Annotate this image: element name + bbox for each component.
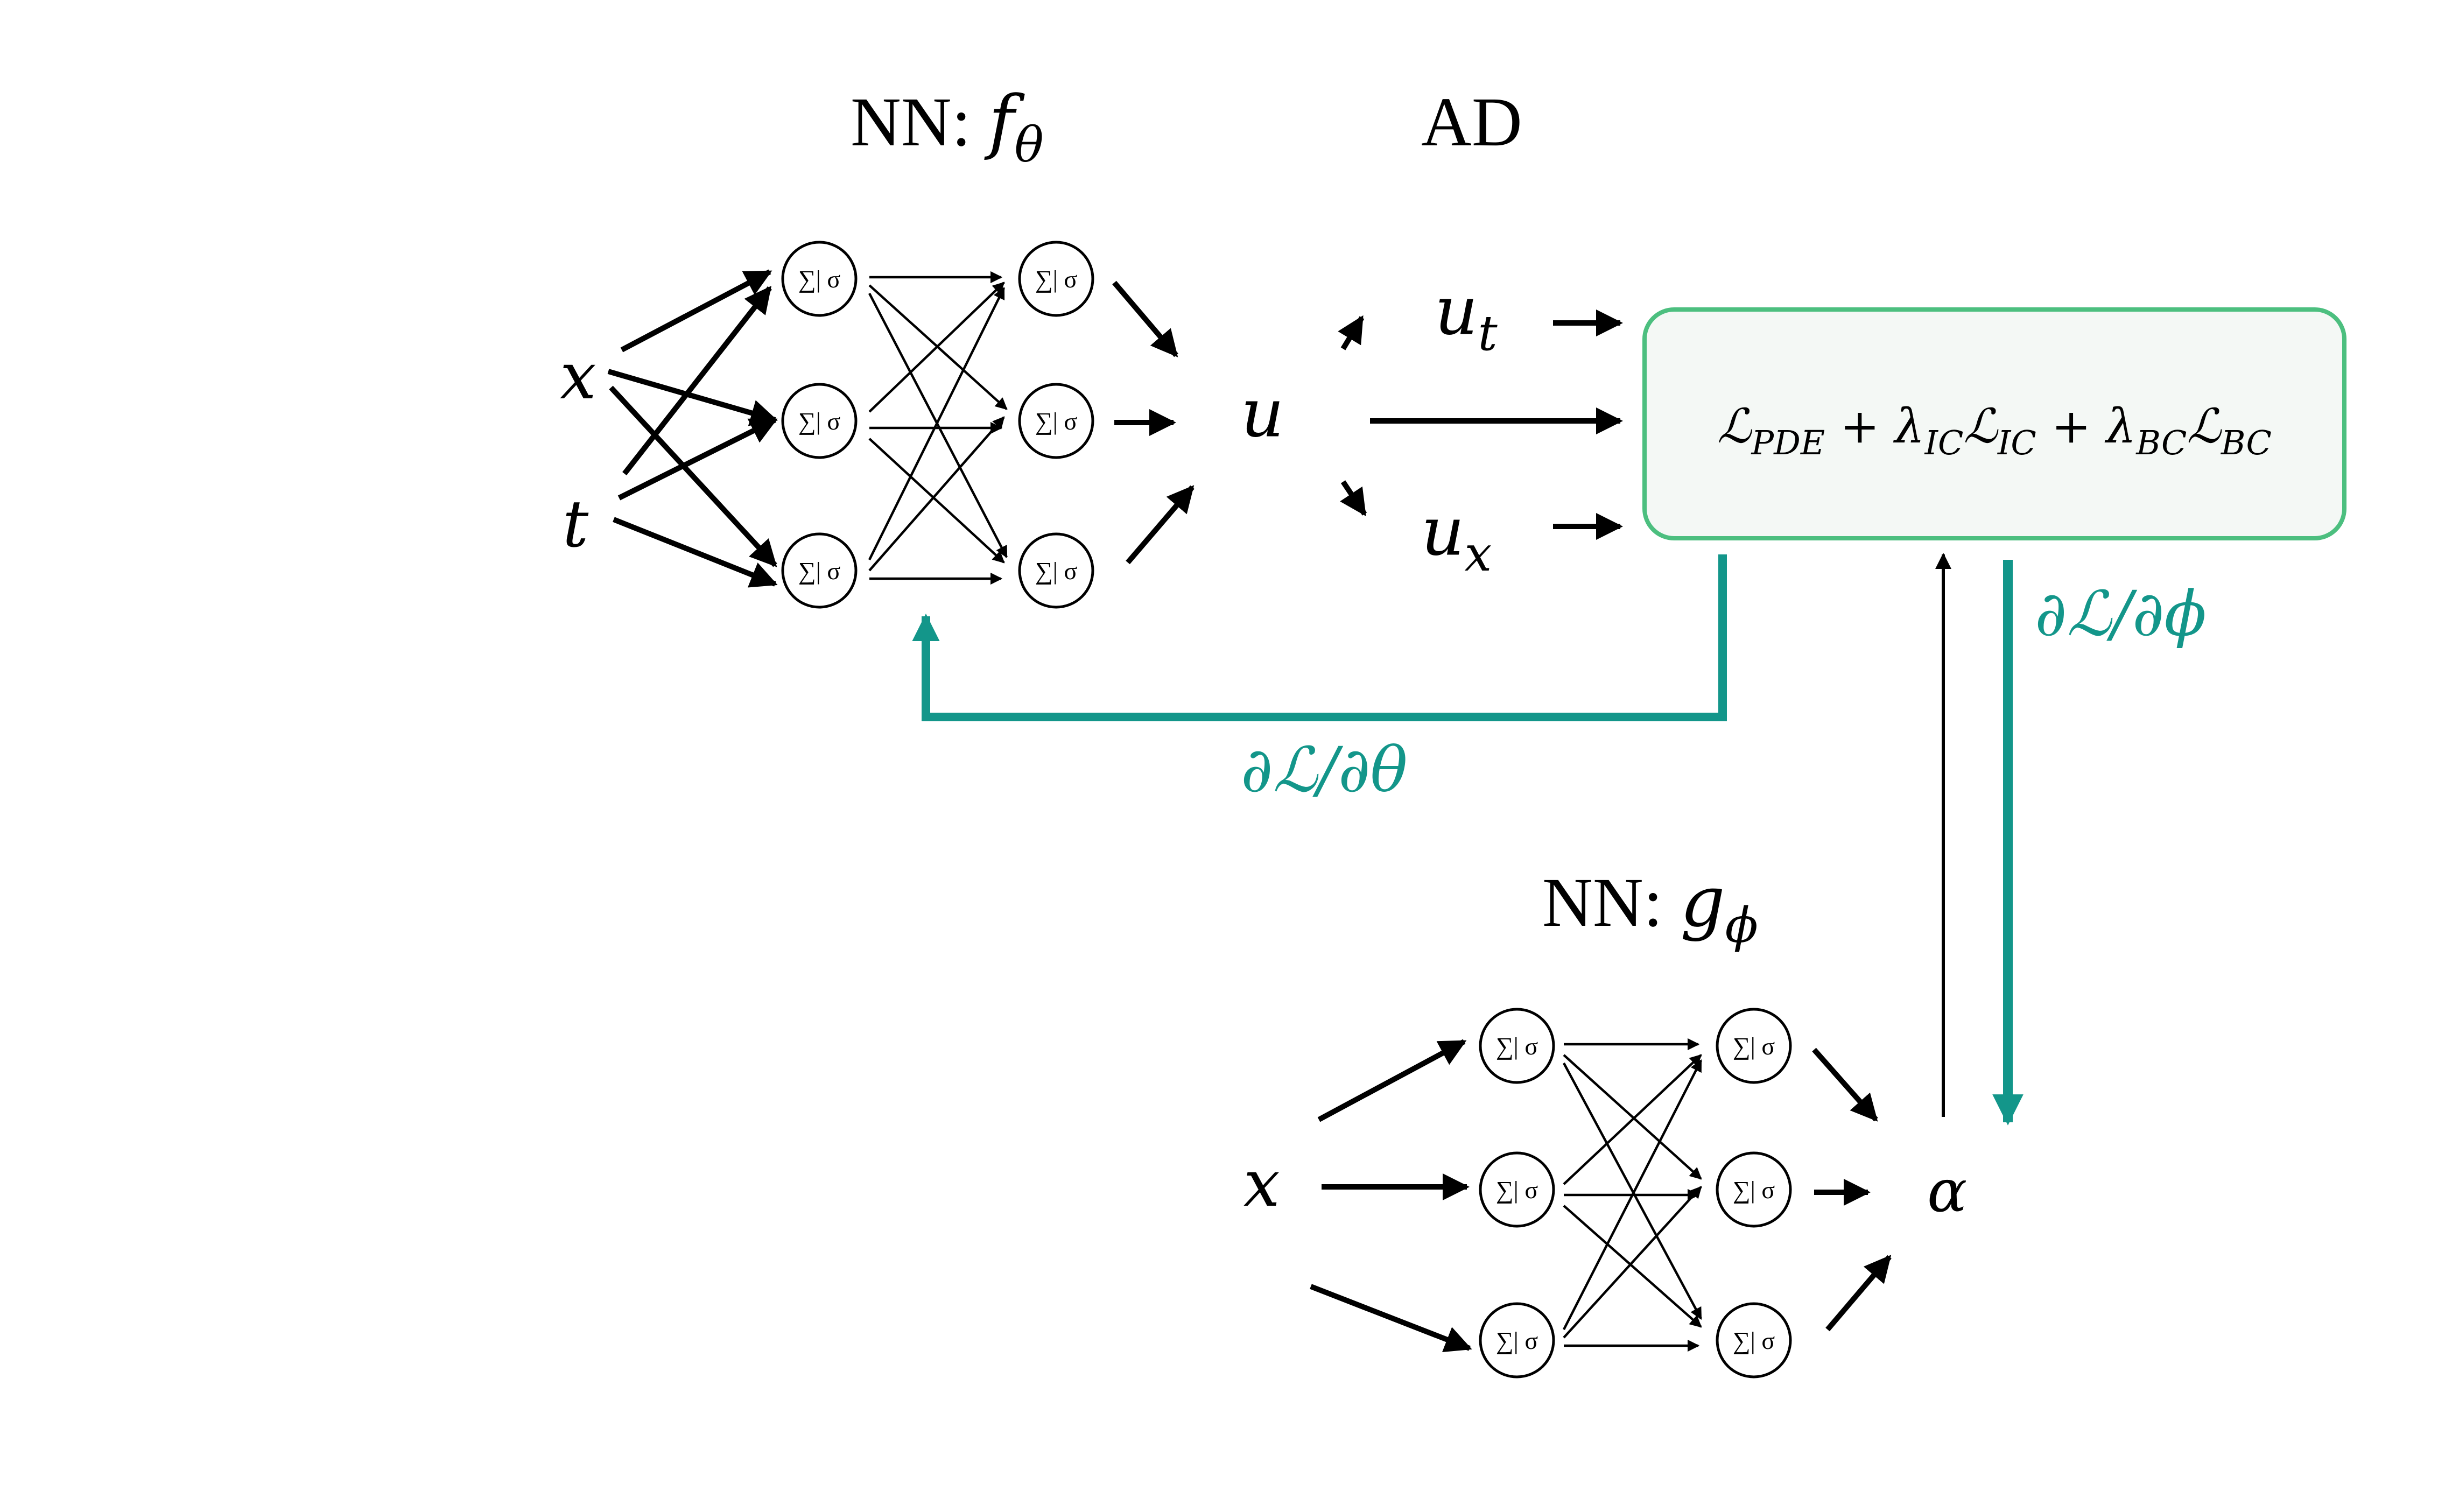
neuron-symbol: ∑| σ — [798, 407, 841, 435]
gradient-phi-label: ∂ℒ/∂ϕ — [2035, 578, 2207, 650]
input-x-label: x — [560, 339, 596, 414]
bottom-neuron-labels: ∑| σ ∑| σ ∑| σ ∑| σ ∑| σ ∑| σ — [1496, 1032, 1775, 1354]
top-hidden-edges — [868, 271, 1008, 585]
neuron-symbol: ∑| σ — [1496, 1032, 1538, 1060]
derivative-ut-label: ut — [1435, 272, 1498, 362]
neuron-symbol: ∑| σ — [1496, 1327, 1538, 1354]
neuron-symbol: ∑| σ — [1035, 265, 1078, 293]
output-alpha-label: α — [1927, 1156, 1967, 1225]
gradient-theta-label: ∂ℒ/∂θ — [1241, 734, 1408, 806]
top-input-edges — [607, 269, 778, 588]
loss-box — [1642, 307, 2346, 540]
neuron-symbol: ∑| σ — [1733, 1032, 1775, 1060]
bottom-network-title: NN: gϕ — [1542, 861, 1758, 954]
neuron-symbol: ∑| σ — [798, 265, 841, 293]
input-t-label: t — [563, 487, 589, 562]
ad-edges — [1338, 310, 1623, 540]
bottom-input-edges — [1310, 1039, 1472, 1352]
neuron-symbol: ∑| σ — [1035, 557, 1078, 585]
bottom-hidden-edges — [1562, 1038, 1703, 1352]
ad-title: AD — [1421, 83, 1522, 161]
derivative-ux-label: ux — [1421, 493, 1492, 582]
neuron-symbol: ∑| σ — [1733, 1176, 1775, 1204]
loss-formula: ℒPDE + λICℒIC + λBCℒBC — [1717, 398, 2272, 462]
top-neurons — [781, 241, 1094, 609]
bottom-input-x-label: x — [1243, 1147, 1280, 1221]
neuron-symbol: ∑| σ — [1733, 1327, 1775, 1354]
top-output-edges — [1112, 280, 1195, 565]
neuron-symbol: ∑| σ — [1035, 407, 1078, 435]
bottom-output-edges — [1812, 1047, 1892, 1332]
top-neuron-labels: ∑| σ ∑| σ ∑| σ ∑| σ ∑| σ ∑| σ — [798, 265, 1078, 585]
bottom-neurons — [1479, 1008, 1792, 1379]
top-network-title: NN: fθ — [851, 80, 1044, 173]
gradient-theta-arrow — [912, 554, 1727, 721]
neuron-symbol: ∑| σ — [798, 557, 841, 585]
neuron-symbol: ∑| σ — [1496, 1176, 1538, 1204]
output-u-label: u — [1241, 374, 1284, 452]
